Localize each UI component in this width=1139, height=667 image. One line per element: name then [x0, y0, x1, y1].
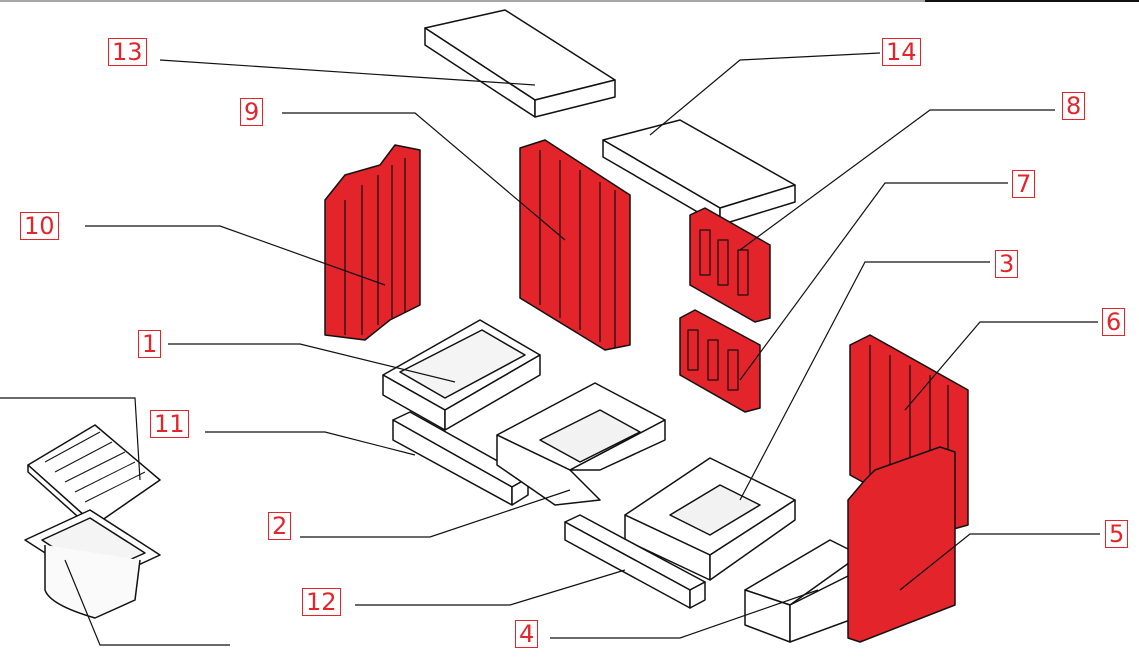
part-4-base	[744, 539, 861, 643]
callout-13: 13	[108, 38, 147, 66]
callout-7: 7	[1012, 170, 1036, 198]
part-8-brick	[689, 207, 771, 323]
part-11-bar	[392, 411, 529, 506]
callout-4: 4	[515, 620, 539, 648]
part-12-bar	[564, 514, 706, 609]
callout-9: 9	[240, 98, 264, 126]
callout-10: 10	[20, 212, 59, 240]
callout-12: 12	[302, 588, 341, 616]
part-10-side-brick	[324, 144, 421, 341]
callout-14: 14	[882, 38, 921, 66]
part-1-base	[382, 319, 541, 431]
part-9-back-brick	[519, 139, 631, 351]
part-13-top-slab	[424, 9, 616, 118]
callout-11: 11	[150, 410, 189, 438]
part-7-brick	[679, 309, 761, 413]
part-14-slab	[602, 119, 796, 226]
callout-6: 6	[1102, 308, 1126, 336]
callout-5: 5	[1105, 520, 1129, 548]
callout-3: 3	[995, 250, 1019, 278]
part-2-base	[496, 382, 666, 506]
ash-pan-part	[24, 509, 161, 619]
leader-lines	[0, 52, 1100, 646]
part-5-side-brick	[847, 446, 956, 643]
part-3-base	[624, 457, 796, 581]
callout-2: 2	[268, 512, 292, 540]
callout-8: 8	[1062, 92, 1086, 120]
callout-1: 1	[138, 330, 162, 358]
